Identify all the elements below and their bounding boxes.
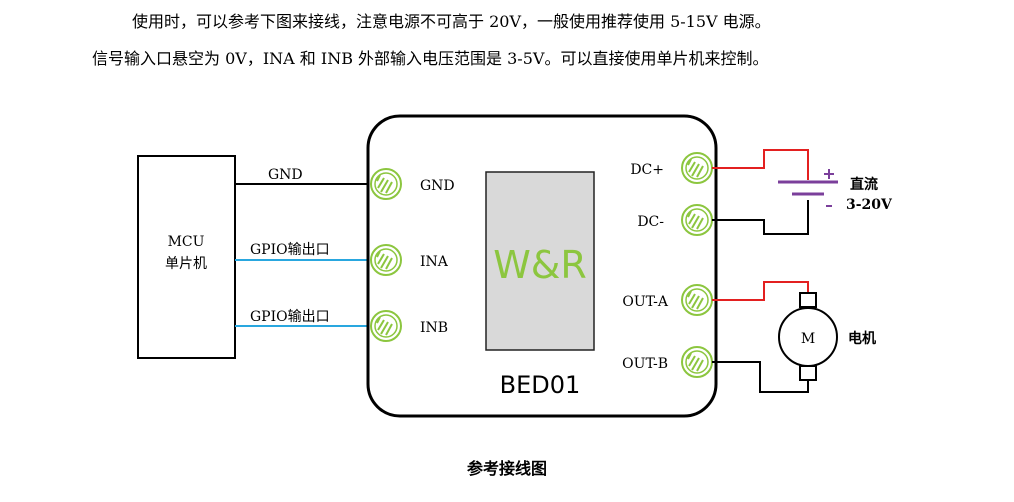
terminal-inb <box>370 310 402 342</box>
wire-label-gpio-b: GPIO输出口 <box>250 309 330 325</box>
battery-icon <box>778 169 838 207</box>
wire-out-a <box>712 281 809 301</box>
terminal-label-out-a: OUT-A <box>622 294 669 310</box>
power-label-2: 3-20V <box>846 197 893 213</box>
motor-label: 电机 <box>848 330 876 347</box>
terminal-label-out-b: OUT-B <box>622 356 668 372</box>
wire-out-b <box>712 361 809 393</box>
wire-label-gpio-a: GPIO输出口 <box>250 242 330 258</box>
wire-label-gnd: GND <box>268 167 303 183</box>
terminal-ina <box>370 244 402 276</box>
power-label-1: 直流 <box>850 176 878 193</box>
mcu-box <box>137 155 236 359</box>
motor-symbol: M <box>801 331 815 347</box>
driver-chip <box>485 171 595 351</box>
mcu-label-1: MCU <box>168 234 205 250</box>
wire-dc-plus <box>712 149 809 180</box>
diagram-caption: 参考接线图 <box>466 459 547 478</box>
terminal-label-gnd: GND <box>420 178 455 194</box>
terminal-out-b <box>681 346 713 378</box>
terminal-gnd <box>370 168 402 200</box>
mcu-label-2: 单片机 <box>165 256 207 272</box>
terminal-label-inb: INB <box>420 320 448 336</box>
terminal-dc-plus <box>681 152 713 184</box>
terminal-label-dc-plus: DC+ <box>630 162 664 178</box>
motor-icon <box>778 292 838 381</box>
model-label: BED01 <box>500 371 581 399</box>
terminal-label-dc-minus: DC- <box>637 214 664 230</box>
terminal-out-a <box>681 284 713 316</box>
terminal-label-ina: INA <box>420 254 449 270</box>
intro-line-2: 信号输入口悬空为 0V，INA 和 INB 外部输入电压范围是 3-5V。可以直… <box>92 49 769 68</box>
wire-dc-minus <box>712 200 809 235</box>
brand-label: W&R <box>493 243 587 287</box>
intro-line-1: 使用时，可以参考下图来接线，注意电源不可高于 20V，一般使用推荐使用 5-15… <box>132 12 771 31</box>
terminal-dc-minus <box>681 204 713 236</box>
